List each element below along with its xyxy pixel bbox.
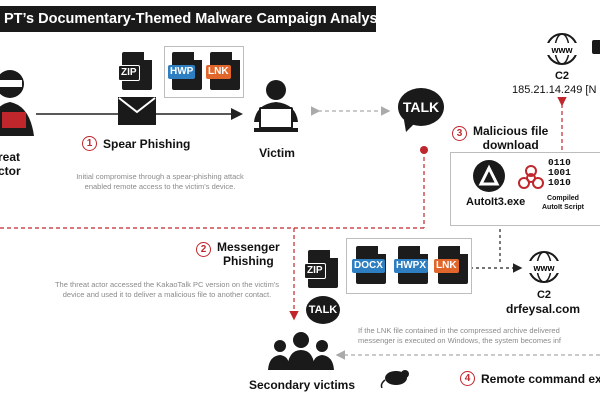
svg-text:www: www: [532, 263, 555, 273]
step-3-malicious-download: 3 Malicious file download: [452, 124, 548, 152]
talk-bubble-tail: [404, 120, 418, 132]
compiled-script-label: Compiled AutoIt Script: [542, 195, 584, 211]
envelope-icon: [118, 97, 156, 125]
autoit-download-box: [450, 152, 600, 226]
page-title: PT’s Documentary-Themed Malware Campaign…: [0, 6, 376, 32]
victim-label: Victim: [259, 146, 295, 160]
biohazard-icon: [518, 165, 544, 191]
note-lnk-execution: If the LNK file contained in the compres…: [358, 326, 562, 345]
lnk-file-icon-bottom: LNK: [434, 246, 468, 284]
autoit-icon: [473, 160, 505, 192]
zip-file-icon: ZIP: [118, 52, 152, 90]
step-1-spear-phishing: 1 Spear Phishing: [82, 136, 190, 151]
kakaotalk-icon-bottom: TALK: [306, 296, 340, 324]
threat-actor-icon: [0, 70, 34, 136]
note-initial-compromise: Initial compromise through a spear-phish…: [76, 172, 244, 191]
hwpx-file-icon: HWPX: [394, 246, 428, 284]
svg-text:www: www: [550, 45, 573, 55]
secondary-victims-icon: [268, 332, 334, 370]
victim-icon: [254, 80, 298, 132]
c2-bottom-globe-icon: www: [522, 250, 566, 284]
note-kakaotalk-access: The threat actor accessed the KakaoTalk …: [54, 280, 280, 299]
c2-top-globe-icon: www: [540, 32, 584, 66]
autoit-exe-label: AutoIt3.exe: [466, 196, 526, 208]
secondary-victims-label: Secondary victims: [248, 378, 356, 392]
rat-icon: [380, 370, 409, 388]
c2-top-label: C2: [554, 70, 570, 82]
docx-file-icon: DOCX: [352, 246, 386, 284]
c2-top-ip: 185.21.14.249 [N: [512, 84, 597, 96]
actor-label-line1: reat: [0, 150, 21, 164]
edge-fragment: [592, 40, 600, 54]
c2-bottom-label: C2: [536, 289, 552, 301]
c2-bottom-domain: drfeysal.com: [506, 302, 581, 316]
kakaotalk-icon: TALK: [398, 88, 444, 126]
step-4-remote-command: 4 Remote command exe: [460, 371, 600, 386]
hwp-file-icon: HWP: [168, 52, 202, 90]
zip-file-icon-bottom: ZIP: [304, 250, 338, 288]
actor-label-line2: ctor: [0, 164, 21, 178]
binary-code: 0110 1001 1010: [548, 157, 571, 188]
lnk-file-icon: LNK: [206, 52, 240, 90]
step-2-messenger-phishing: 2 Messenger Phishing: [196, 240, 280, 268]
